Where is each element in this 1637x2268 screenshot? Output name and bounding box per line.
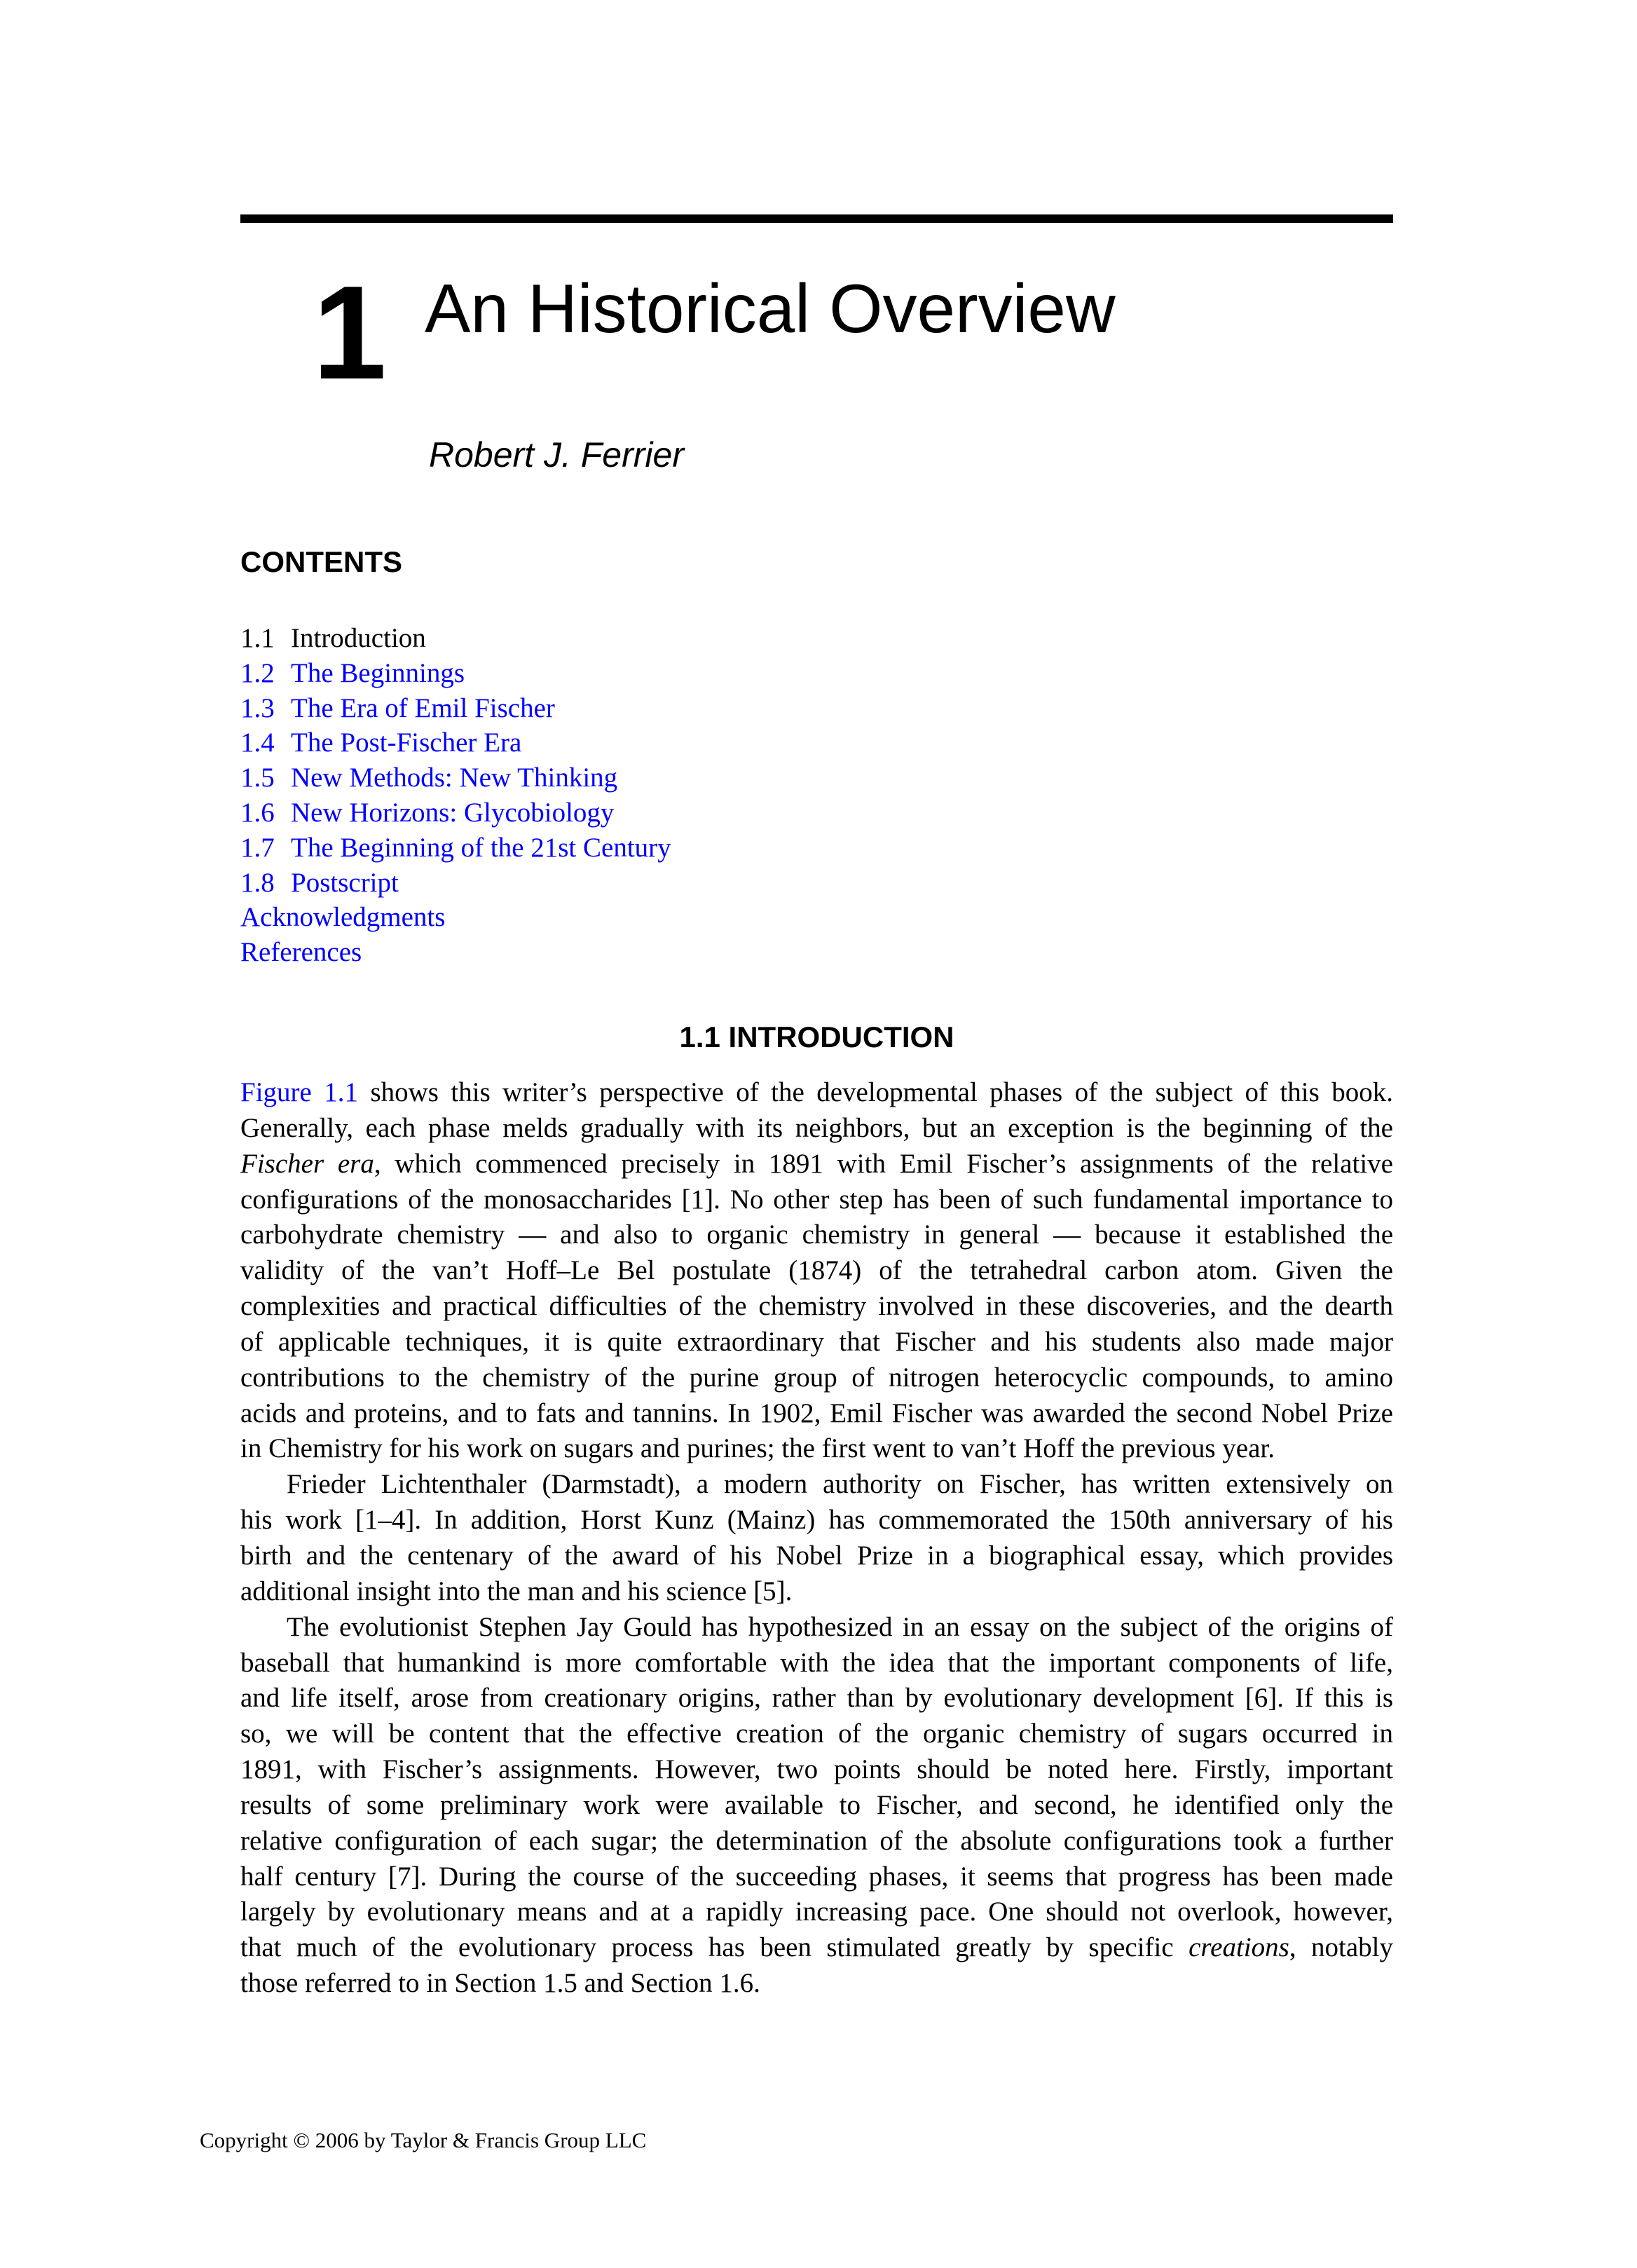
text-segment: his work [1–4]. In addition, Horst Kunz … [240, 1505, 1393, 1536]
text-segment: configurations of the monosaccharides [1… [240, 1184, 1393, 1215]
text-segment: baseball that humankind is more comforta… [240, 1647, 1393, 1678]
text-segment: acids and proteins, and to fats and tann… [240, 1398, 1393, 1428]
text-line: those referred to in Section 1.5 and Sec… [240, 1966, 1393, 2002]
text-segment: additional insight into the man and his … [240, 1576, 793, 1606]
text-line: in Chemistry for his work on sugars and … [240, 1431, 1393, 1467]
toc-item-label: Introduction [291, 623, 426, 653]
text-line: that much of the evolutionary process ha… [240, 1930, 1393, 1966]
text-segment: carbohydrate chemistry — and also to org… [240, 1220, 1393, 1250]
text-segment: Generally, each phase melds gradually wi… [240, 1112, 1393, 1143]
text-line: baseball that humankind is more comforta… [240, 1646, 1393, 1681]
toc-item-number: 1.1 [240, 623, 275, 653]
toc-item[interactable]: 1.3 The Era of Emil Fischer [240, 691, 671, 726]
text-segment: so, we will be content that the effectiv… [240, 1719, 1393, 1749]
text-segment: of applicable techniques, it is quite ex… [240, 1326, 1393, 1357]
figure-link[interactable]: Figure 1.1 [240, 1077, 359, 1107]
text-segment: results of some preliminary work were av… [240, 1789, 1393, 1820]
chapter-rule [240, 214, 1393, 223]
text-segment: The evolutionist Stephen Jay Gould has h… [287, 1611, 1393, 1642]
text-line: and life itself, arose from creationary … [240, 1681, 1393, 1716]
toc-item-label[interactable]: The Era of Emil Fischer [291, 692, 555, 723]
toc-item[interactable]: 1.6 New Horizons: Glycobiology [240, 795, 671, 831]
text-line: relative configuration of each sugar; th… [240, 1824, 1393, 1859]
chapter-author: Robert J. Ferrier [429, 435, 684, 474]
text-segment: contributions to the chemistry of the pu… [240, 1362, 1393, 1393]
toc-item[interactable]: References [240, 935, 671, 970]
text-segment: complexities and practical difficulties … [240, 1291, 1393, 1322]
text-line: birth and the centenary of the award of … [240, 1538, 1393, 1574]
toc-item[interactable]: Acknowledgments [240, 900, 671, 935]
text-line: his work [1–4]. In addition, Horst Kunz … [240, 1503, 1393, 1538]
text-line: carbohydrate chemistry — and also to org… [240, 1217, 1393, 1253]
text-line: Fischer era, which commenced precisely i… [240, 1147, 1393, 1182]
toc-item[interactable]: 1.5 New Methods: New Thinking [240, 760, 671, 795]
text-line: of applicable techniques, it is quite ex… [240, 1325, 1393, 1360]
toc-item-number: 1.5 [240, 763, 275, 793]
chapter-title: An Historical Overview [425, 270, 1116, 347]
text-line: Generally, each phase melds gradually wi… [240, 1111, 1393, 1147]
toc-item[interactable]: 1.7 The Beginning of the 21st Century [240, 831, 671, 866]
toc-item-label[interactable]: Postscript [291, 867, 399, 898]
text-segment: birth and the centenary of the award of … [240, 1540, 1393, 1571]
paragraph: Frieder Lichtenthaler (Darmstadt), a mod… [240, 1467, 1393, 1609]
text-segment: that much of the evolutionary process ha… [240, 1932, 1189, 1963]
text-line: results of some preliminary work were av… [240, 1788, 1393, 1824]
toc-item-number: 1.7 [240, 832, 275, 863]
text-segment: , notably [1289, 1932, 1393, 1963]
text-line: acids and proteins, and to fats and tann… [240, 1396, 1393, 1432]
copyright-notice: Copyright © 2006 by Taylor & Francis Gro… [200, 2128, 647, 2152]
chapter-number: 1 [313, 259, 387, 407]
toc-item-number: 1.3 [240, 692, 275, 723]
text-segment: shows this writer’s perspective of the d… [358, 1077, 1393, 1107]
toc-item-label[interactable]: References [240, 937, 362, 968]
text-line: complexities and practical difficulties … [240, 1289, 1393, 1325]
toc-item[interactable]: 1.4 The Post-Fischer Era [240, 725, 671, 760]
text-line: The evolutionist Stephen Jay Gould has h… [240, 1610, 1393, 1646]
toc-item-label[interactable]: Acknowledgments [240, 902, 446, 933]
text-segment: and life itself, arose from creationary … [240, 1683, 1393, 1714]
text-line: configurations of the monosaccharides [1… [240, 1182, 1393, 1218]
toc-item-label[interactable]: New Horizons: Glycobiology [291, 797, 615, 828]
toc-item-label[interactable]: The Post-Fischer Era [291, 727, 522, 758]
text-segment: 1891, with Fischer’s assignments. Howeve… [240, 1754, 1393, 1785]
text-segment: half century [7]. During the course of t… [240, 1861, 1393, 1892]
section-heading: 1.1 INTRODUCTION [679, 1020, 954, 1053]
contents-heading: CONTENTS [240, 545, 402, 578]
text-line: contributions to the chemistry of the pu… [240, 1360, 1393, 1396]
toc-item[interactable]: 1.2 The Beginnings [240, 656, 671, 691]
text-segment: in Chemistry for his work on sugars and … [240, 1433, 1275, 1464]
toc-item-number: 1.2 [240, 657, 275, 688]
toc-item-number: 1.6 [240, 797, 275, 828]
italic-text: Fischer era [240, 1148, 374, 1179]
toc-item: 1.1 Introduction [240, 621, 671, 656]
paragraph: Figure 1.1 shows this writer’s perspecti… [240, 1075, 1393, 1467]
text-segment: those referred to in Section 1.5 and Sec… [240, 1968, 760, 1999]
toc-item-number: 1.8 [240, 867, 275, 898]
text-line: half century [7]. During the course of t… [240, 1859, 1393, 1895]
italic-text: creations [1189, 1932, 1289, 1963]
text-line: additional insight into the man and his … [240, 1574, 1393, 1610]
text-line: so, we will be content that the effectiv… [240, 1716, 1393, 1752]
text-line: Figure 1.1 shows this writer’s perspecti… [240, 1075, 1393, 1111]
toc-item-number: 1.4 [240, 727, 275, 758]
toc-item-label[interactable]: The Beginnings [291, 657, 465, 688]
paragraph: The evolutionist Stephen Jay Gould has h… [240, 1610, 1393, 2002]
text-line: 1891, with Fischer’s assignments. Howeve… [240, 1752, 1393, 1788]
text-segment: Frieder Lichtenthaler (Darmstadt), a mod… [287, 1469, 1393, 1500]
text-segment: relative configuration of each sugar; th… [240, 1825, 1393, 1856]
text-segment: largely by evolutionary means and at a r… [240, 1897, 1393, 1927]
text-segment: validity of the van’t Hoff–Le Bel postul… [240, 1255, 1393, 1286]
text-line: Frieder Lichtenthaler (Darmstadt), a mod… [240, 1467, 1393, 1503]
toc-item[interactable]: 1.8 Postscript [240, 866, 671, 901]
text-line: validity of the van’t Hoff–Le Bel postul… [240, 1253, 1393, 1289]
table-of-contents: 1.1 Introduction 1.2 The Beginnings 1.3 The E… [240, 621, 671, 970]
body-text: Figure 1.1 shows this writer’s perspecti… [240, 1075, 1393, 2002]
text-line: largely by evolutionary means and at a r… [240, 1894, 1393, 1930]
text-segment: , which commenced precisely in 1891 with… [374, 1148, 1393, 1179]
toc-item-label[interactable]: New Methods: New Thinking [291, 763, 618, 793]
toc-item-label[interactable]: The Beginning of the 21st Century [291, 832, 671, 863]
